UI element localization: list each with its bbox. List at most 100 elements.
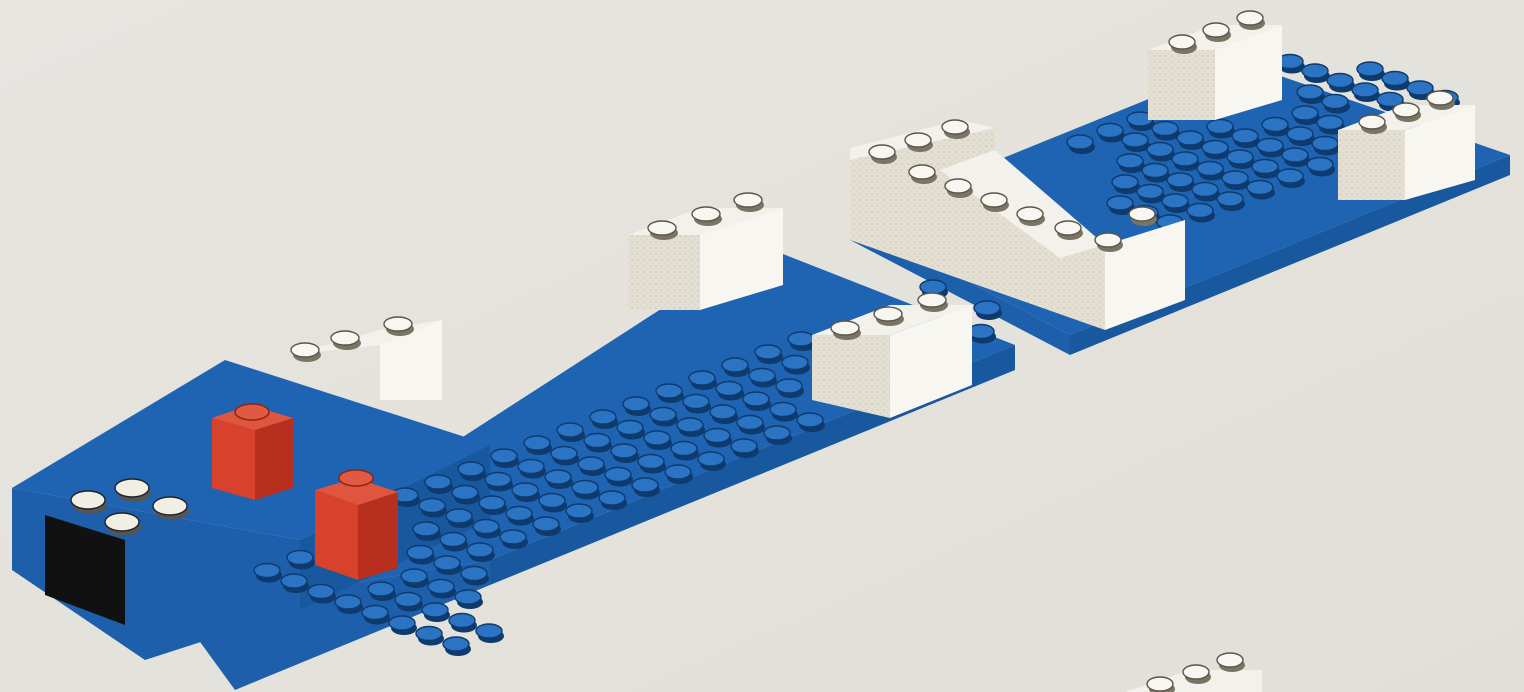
blue-stud — [415, 625, 443, 642]
blue-stud — [1276, 168, 1304, 184]
blue-stud — [763, 425, 791, 441]
blue-stud — [334, 594, 362, 610]
blue-stud — [775, 378, 803, 394]
blue-stud — [400, 568, 428, 584]
blue-stud — [571, 479, 599, 496]
white-brick-right-side — [1405, 105, 1475, 200]
blue-stud — [1351, 82, 1379, 98]
blue-stud — [367, 581, 395, 597]
blue-stud — [475, 623, 503, 639]
blue-stud — [1291, 105, 1319, 121]
white-brick-right-front — [1338, 130, 1405, 200]
blue-stud — [1136, 183, 1164, 200]
white-stud — [1016, 206, 1044, 222]
blue-stud — [556, 422, 584, 438]
blue-stud — [1316, 114, 1344, 131]
blue-stud — [583, 432, 611, 449]
blue-stud — [418, 497, 446, 514]
blue-stud — [616, 419, 644, 436]
white-stud — [1094, 232, 1122, 248]
blue-stud — [532, 516, 560, 532]
blue-stud — [433, 555, 461, 571]
blue-stud — [643, 430, 671, 446]
blue-stud — [361, 604, 389, 621]
white-stud — [1182, 664, 1210, 680]
white-stud — [830, 320, 860, 336]
blue-stud — [1296, 84, 1324, 100]
white-brick-mid-front — [628, 235, 700, 310]
blue-stud — [781, 354, 809, 371]
blue-stud — [550, 445, 578, 462]
blue-stud — [1106, 195, 1134, 211]
blue-stud — [1381, 70, 1409, 87]
blue-stud — [703, 427, 731, 444]
blue-stud — [1256, 137, 1284, 154]
white-stud — [868, 144, 896, 160]
white-stud — [1358, 114, 1386, 130]
blue-stud — [610, 443, 638, 459]
white-stud — [944, 178, 972, 194]
white-stud — [917, 292, 947, 308]
blue-stud — [253, 562, 281, 579]
blue-stud — [1146, 141, 1174, 158]
blue-stud — [637, 453, 665, 470]
blue-stud — [307, 583, 335, 600]
red-brick-back-stud — [234, 403, 270, 421]
blue-stud — [286, 549, 314, 566]
blue-stud — [484, 471, 512, 488]
blue-stud — [973, 300, 1001, 316]
blue-stud — [1141, 162, 1169, 179]
blue-stud — [688, 370, 716, 386]
blue-stud — [1206, 118, 1234, 135]
red-brick-back-side — [255, 418, 293, 500]
white-stud — [873, 306, 903, 322]
blue-stud — [604, 466, 632, 483]
white-stud — [733, 192, 763, 208]
red-brick-front-stud — [338, 469, 374, 487]
blue-stud — [1306, 156, 1334, 173]
blue-stud — [754, 344, 782, 360]
blue-stud — [769, 401, 797, 418]
white-corner-side — [1105, 220, 1185, 330]
white-brick-right-left-front — [812, 335, 890, 418]
red-brick-front-front — [315, 490, 358, 580]
blue-stud — [1216, 191, 1244, 207]
white-stud — [1426, 90, 1454, 106]
white-brick-mid-side — [700, 208, 783, 310]
blue-stud — [490, 448, 518, 464]
black-brick-studs — [70, 478, 189, 536]
blue-stud — [676, 417, 704, 433]
blue-stud — [388, 615, 416, 631]
blue-stud — [1286, 126, 1314, 142]
blue-stud — [280, 573, 308, 589]
blue-stud — [682, 393, 710, 410]
white-stud — [647, 220, 677, 236]
left-white-brick-studs — [290, 192, 948, 362]
white-stud — [290, 342, 320, 358]
blue-stud — [1231, 128, 1259, 144]
blue-stud — [736, 414, 764, 431]
black-brick-front — [45, 515, 125, 625]
blue-stud — [670, 440, 698, 457]
blue-stud — [919, 279, 947, 295]
blue-stud — [499, 529, 527, 545]
white-stud — [1054, 220, 1082, 236]
blue-stud — [742, 391, 770, 407]
blue-stud — [1356, 61, 1384, 77]
blue-stud — [1406, 80, 1434, 96]
right-plate-side — [1070, 155, 1510, 355]
white-stud — [1392, 102, 1420, 118]
blue-stud — [412, 521, 440, 537]
blue-stud — [1066, 134, 1094, 150]
blue-stud — [454, 589, 482, 605]
blue-stud — [421, 602, 449, 618]
blue-stud — [1171, 151, 1199, 167]
white-brick-back-front — [1148, 50, 1215, 120]
white-stud — [1216, 652, 1244, 668]
blue-stud — [697, 451, 725, 467]
blue-stud — [1196, 160, 1224, 177]
blue-stud — [460, 565, 488, 582]
blue-stud — [589, 409, 617, 425]
black-brick-stud — [70, 490, 106, 510]
black-brick-stud — [114, 478, 150, 498]
